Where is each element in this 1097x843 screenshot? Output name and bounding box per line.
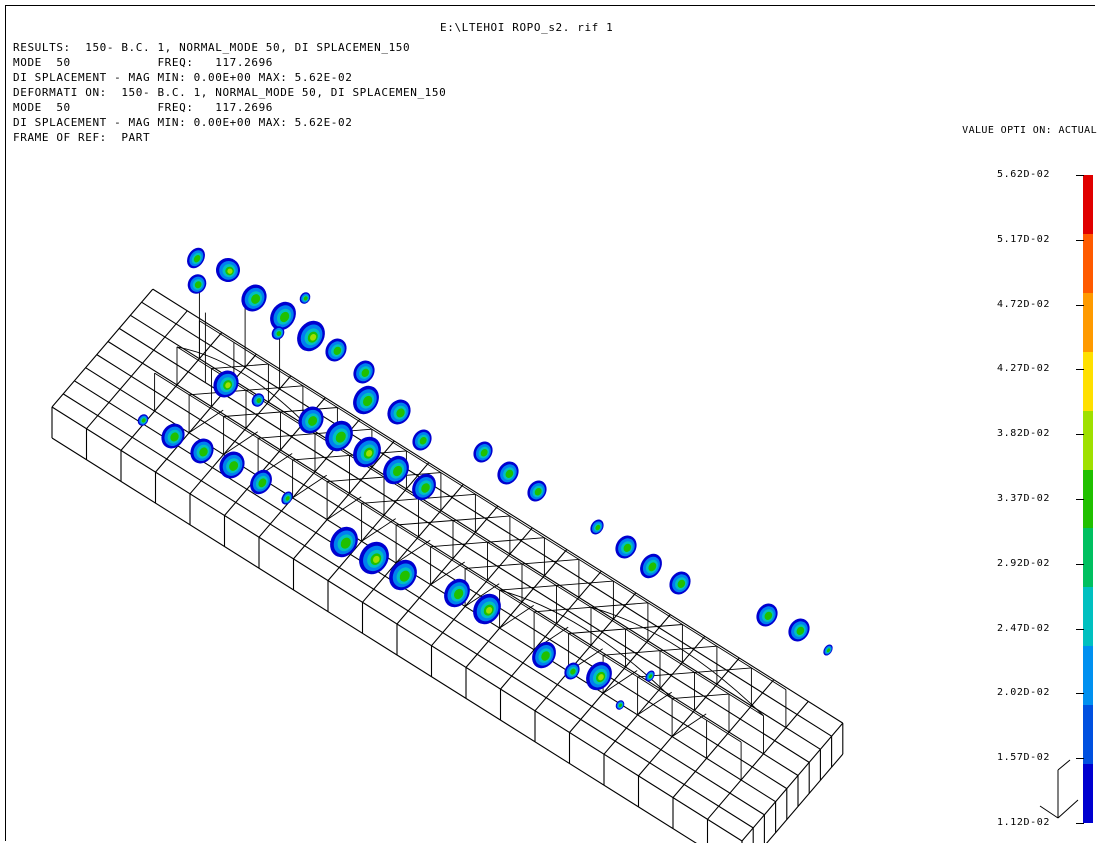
legend-color-segment	[1083, 528, 1093, 588]
contour-blob	[271, 326, 285, 340]
contour-blob	[270, 301, 296, 331]
legend-tick	[1076, 628, 1084, 630]
contour-blob	[251, 393, 265, 407]
contour-blob	[640, 553, 662, 579]
contour-blob	[137, 414, 149, 426]
legend-tick	[1076, 499, 1084, 500]
contour-blob	[527, 480, 547, 502]
contour-blob	[497, 461, 519, 485]
legend-tick	[1076, 563, 1084, 565]
contour-blob	[359, 541, 389, 575]
contour-blob	[281, 491, 293, 505]
legend-tick	[1076, 175, 1084, 176]
contour-blob	[473, 593, 501, 625]
contour-blob	[241, 284, 267, 312]
contour-blob	[190, 438, 214, 464]
contour-blob	[216, 258, 240, 282]
contour-blob	[532, 641, 556, 669]
contour-blob	[353, 360, 375, 384]
displacement-range-line-2: DI SPLACEMENT - MAG MIN: 0.00E+00 MAX: 5…	[13, 116, 353, 129]
contour-blob	[412, 473, 436, 501]
contour-blob	[473, 441, 493, 463]
contour-blob	[330, 526, 358, 558]
contour-blob	[383, 455, 409, 485]
deformation-line: DEFORMATI ON: 150- B.C. 1, NORMAL_MODE 5…	[13, 86, 447, 99]
contour-blob	[187, 247, 205, 269]
legend-tick	[1076, 239, 1084, 241]
axis-triad-icon	[1039, 759, 1079, 819]
legend-color-segment	[1083, 587, 1093, 647]
legend-value-label: 3.37D-02	[997, 493, 1050, 504]
legend-value-label: 2.02D-02	[997, 687, 1050, 699]
legend-value-label: 3.82D-02	[997, 428, 1050, 440]
contour-blob	[325, 420, 353, 452]
mode-freq-line-2: MODE 50 FREQ: 117.2696	[13, 101, 274, 114]
contour-blob	[645, 670, 655, 682]
wireframe-mesh	[51, 288, 844, 843]
legend-value-label: 5.17D-02	[997, 233, 1050, 245]
displacement-contours	[137, 247, 833, 710]
legend-value-label: 1.57D-02	[997, 752, 1050, 764]
legend-color-segment	[1083, 410, 1093, 471]
contour-blob	[161, 423, 185, 449]
legend-color-segment	[1083, 469, 1093, 529]
contour-blob	[444, 578, 470, 608]
legend-value-label: 1.12D-02	[997, 817, 1050, 828]
legend-value-label: 4.27D-02	[997, 363, 1050, 375]
file-title: E:\LTEHOI ROPO_s2. rif 1	[440, 21, 614, 34]
contour-blob	[299, 292, 311, 304]
contour-blob	[187, 274, 207, 294]
legend-tick	[1076, 693, 1084, 695]
legend-tick	[1076, 369, 1084, 371]
legend-color-segment	[1083, 705, 1093, 765]
contour-blob	[788, 618, 810, 642]
legend-color-segment	[1083, 351, 1093, 412]
contour-blob	[213, 370, 239, 398]
frame-of-ref-line: FRAME OF REF: PART	[13, 131, 151, 144]
legend-value-label: 2.92D-02	[997, 557, 1050, 569]
legend-value-label: 2.47D-02	[997, 622, 1050, 634]
contour-blob	[590, 519, 604, 535]
contour-blob	[389, 559, 417, 591]
legend-value-label: 5.62D-02	[997, 169, 1050, 180]
contour-blob	[387, 399, 411, 425]
contour-blob	[353, 436, 381, 468]
legend-tick	[1076, 758, 1084, 760]
contour-blob	[325, 338, 347, 362]
color-legend-bar	[1083, 175, 1093, 824]
contour-blob	[756, 603, 778, 627]
contour-blob	[219, 451, 245, 479]
contour-blob	[250, 469, 272, 495]
legend-color-segment	[1083, 764, 1093, 824]
contour-blob	[412, 429, 432, 451]
value-option-label: VALUE OPTI ON: ACTUAL	[962, 125, 1097, 136]
legend-color-segment	[1083, 646, 1093, 706]
contour-blob	[615, 700, 625, 710]
legend-color-segment	[1083, 233, 1093, 294]
legend-tick	[1076, 304, 1084, 306]
legend-tick	[1076, 823, 1084, 824]
mode-freq-line: MODE 50 FREQ: 117.2696	[13, 56, 274, 69]
contour-blob	[297, 320, 325, 352]
results-line: RESULTS: 150- B.C. 1, NORMAL_MODE 50, DI…	[13, 41, 411, 54]
contour-blob	[669, 571, 691, 595]
legend-color-segment	[1083, 175, 1093, 235]
contour-blob	[823, 644, 833, 656]
contour-blob	[615, 535, 637, 559]
contour-blob	[298, 406, 324, 434]
legend-value-label: 4.72D-02	[997, 298, 1050, 310]
legend-color-segment	[1083, 292, 1093, 353]
contour-blob	[586, 661, 612, 691]
displacement-range-line: DI SPLACEMENT - MAG MIN: 0.00E+00 MAX: 5…	[13, 71, 353, 84]
legend-tick	[1076, 434, 1084, 436]
viewport-frame	[5, 5, 1095, 841]
contour-blob	[353, 385, 379, 415]
contour-blob	[564, 662, 580, 680]
